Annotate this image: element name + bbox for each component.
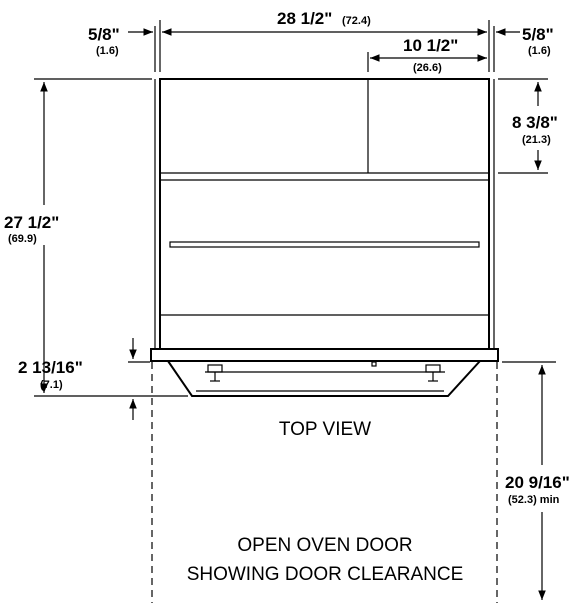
door-handle-frame [167,360,481,397]
depth-imperial: 27 1/2" [4,213,59,232]
width-total-metric: (72.4) [342,15,371,27]
top-section-metric: (21.3) [522,134,551,146]
left-side-imperial: 5/8" [88,25,120,44]
top-section-imperial: 8 3/8" [512,113,558,132]
width-total-imperial: 28 1/2" [277,9,332,28]
door-clearance-imperial: 20 9/16" [505,473,570,492]
door-clearance-metric: (52.3) min [508,494,560,506]
view-caption: TOP VIEW [279,419,371,440]
inner-width-metric: (26.6) [413,62,442,74]
left-side-metric: (1.6) [96,45,119,57]
door-panel [150,348,499,362]
oven-handle-bar [169,241,480,248]
right-hinge-icon [425,364,441,382]
door-thickness-metric: (7.1) [40,379,63,391]
inner-width-imperial: 10 1/2" [403,36,458,55]
oven-body [154,78,495,350]
depth-metric: (69.9) [8,233,37,245]
left-hinge-icon [207,364,223,382]
door-thickness-imperial: 2 13/16" [18,358,83,377]
door-latch [371,361,377,367]
oven-door [150,348,499,397]
right-side-metric: (1.6) [528,45,551,57]
door-caption-line2: SHOWING DOOR CLEARANCE [187,564,464,585]
right-side-imperial: 5/8" [522,25,554,44]
oven-outline [159,78,490,350]
door-caption-line1: OPEN OVEN DOOR [237,535,412,556]
